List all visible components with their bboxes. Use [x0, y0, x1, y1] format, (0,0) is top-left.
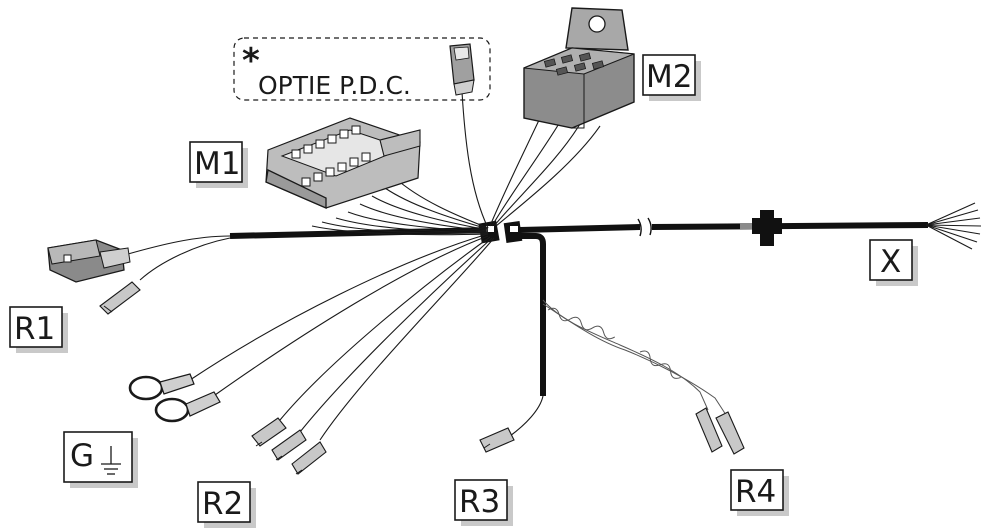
r4-twisted-pair — [542, 299, 729, 419]
r3-wire — [509, 395, 544, 437]
label-r1: R1 — [9, 306, 68, 353]
option-asterisk: * — [242, 41, 260, 81]
r4-terminals — [695, 407, 745, 455]
trunk-clip — [740, 210, 782, 246]
m1-wires — [311, 177, 489, 236]
label-r2: R2 — [197, 481, 256, 528]
r1-wires — [127, 235, 231, 281]
r3-terminal — [479, 427, 515, 453]
ground-ring-terminals — [128, 373, 221, 423]
label-g: G — [63, 431, 138, 488]
optie-wire — [461, 91, 489, 229]
svg-text:M2: M2 — [646, 59, 692, 95]
m2-wires — [489, 117, 601, 227]
m1-connector — [265, 117, 421, 209]
svg-text:M1: M1 — [194, 146, 240, 182]
r2-wires — [279, 236, 495, 441]
ground-symbol-icon — [101, 446, 121, 475]
svg-text:R2: R2 — [202, 486, 243, 522]
label-r4: R4 — [730, 469, 789, 516]
label-x: X — [869, 239, 918, 286]
svg-text:G: G — [70, 438, 94, 474]
m2-relay-socket — [523, 7, 635, 129]
x-wire-fan — [925, 202, 982, 250]
svg-text:X: X — [880, 244, 901, 280]
svg-text:R1: R1 — [14, 311, 55, 347]
r1-connector — [47, 239, 131, 283]
optie-pdc-box: * OPTIE P.D.C. — [233, 37, 491, 101]
svg-text:R4: R4 — [735, 474, 776, 510]
label-r3: R3 — [454, 479, 513, 526]
g-wires — [189, 233, 489, 396]
r1-terminal — [99, 281, 141, 315]
r2-terminals — [251, 417, 327, 475]
option-label: OPTIE P.D.C. — [258, 71, 411, 100]
main-trunk — [229, 217, 929, 396]
label-m2: M2 — [642, 54, 701, 101]
pdc-connector — [449, 43, 475, 96]
svg-text:R3: R3 — [459, 484, 500, 520]
label-m1: M1 — [189, 141, 248, 188]
